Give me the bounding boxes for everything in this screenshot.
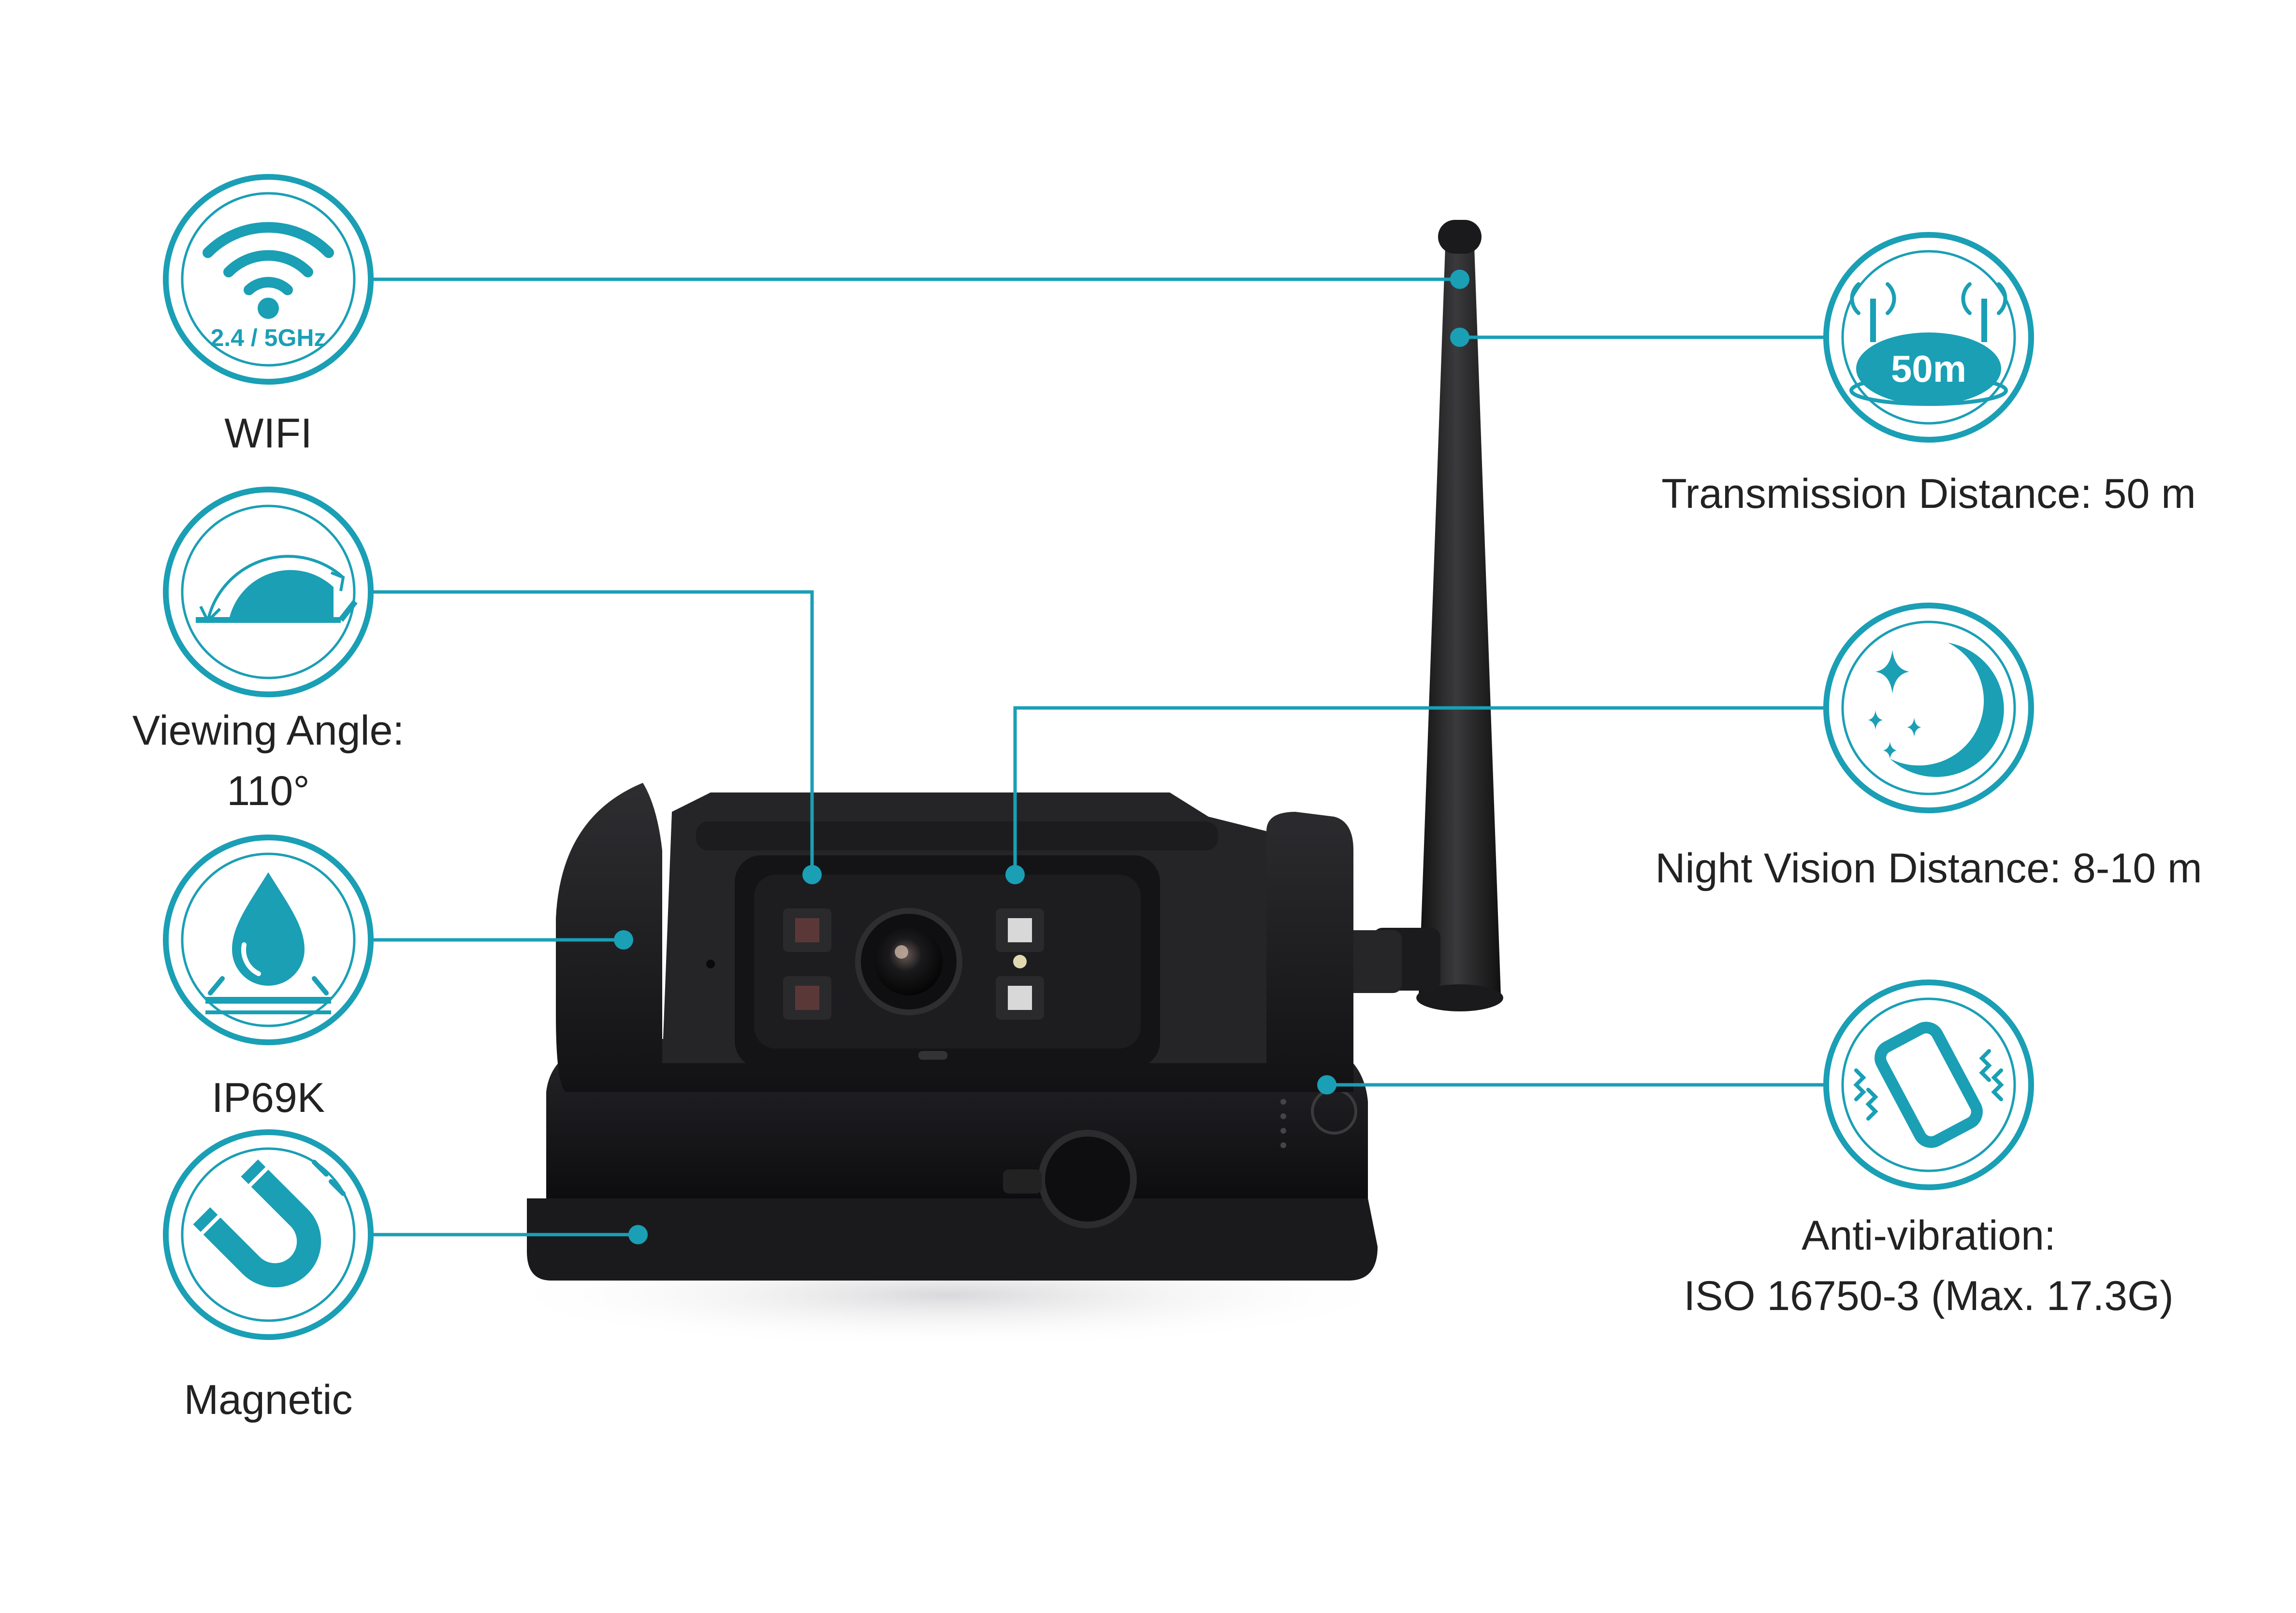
transmission-connector-dot bbox=[1450, 328, 1469, 347]
moon-stars-icon bbox=[1823, 603, 2034, 813]
night-vision-label-text: Night Vision Distance: 8-10 m bbox=[1655, 845, 2202, 892]
antenna bbox=[1373, 220, 1503, 1011]
magnetic-label: Magnetic bbox=[147, 1370, 389, 1430]
anti-vibration-label-line2: ISO 16750-3 (Max. 17.3G) bbox=[1684, 1272, 2174, 1319]
water-drop-icon bbox=[163, 835, 374, 1045]
router-icon: 50m bbox=[1823, 232, 2034, 443]
wifi-icon: 2.4 / 5GHz bbox=[163, 174, 374, 385]
transmission-label-text: Transmission Distance: 50 m bbox=[1661, 471, 2196, 517]
waterproof-connector-dot bbox=[614, 930, 633, 950]
night-vision-connector-dot bbox=[1005, 865, 1025, 884]
viewing-angle-label: Viewing Angle: 110° bbox=[99, 701, 437, 821]
connector-lines bbox=[372, 277, 1827, 1237]
anti-vibration-label-line1: Anti-vibration: bbox=[1802, 1212, 2056, 1259]
magnet-icon bbox=[163, 1129, 374, 1340]
wifi-label: WIFI bbox=[172, 403, 365, 464]
night-vision-label: Night Vision Distance: 8-10 m bbox=[1590, 838, 2267, 899]
camera-product-image bbox=[488, 220, 1503, 1348]
viewing-angle-label-line1: Viewing Angle: bbox=[132, 707, 405, 754]
waterproof-label: IP69K bbox=[172, 1068, 365, 1128]
wifi-badge-text: 2.4 / 5GHz bbox=[211, 324, 326, 351]
viewing-angle-icon bbox=[163, 487, 374, 697]
magnetic-label-text: Magnetic bbox=[184, 1377, 353, 1423]
viewing-angle-connector bbox=[372, 590, 814, 875]
anti-vibration-connector-dot bbox=[1317, 1075, 1337, 1095]
wifi-connector-dot bbox=[1450, 270, 1469, 289]
vibration-icon bbox=[1823, 979, 2034, 1190]
ir-led-group bbox=[783, 908, 1044, 1020]
transmission-badge-text: 50m bbox=[1891, 347, 1966, 390]
waterproof-label-text: IP69K bbox=[211, 1075, 325, 1121]
transmission-label: Transmission Distance: 50 m bbox=[1590, 464, 2267, 524]
viewing-angle-label-line2: 110° bbox=[227, 767, 310, 814]
wifi-label-text: WIFI bbox=[224, 410, 312, 457]
night-vision-connector bbox=[1013, 706, 1827, 875]
magnetic-connector-dot bbox=[628, 1225, 648, 1244]
viewing-angle-connector-dot bbox=[802, 865, 822, 884]
anti-vibration-label: Anti-vibration: ISO 16750-3 (Max. 17.3G) bbox=[1590, 1206, 2267, 1326]
